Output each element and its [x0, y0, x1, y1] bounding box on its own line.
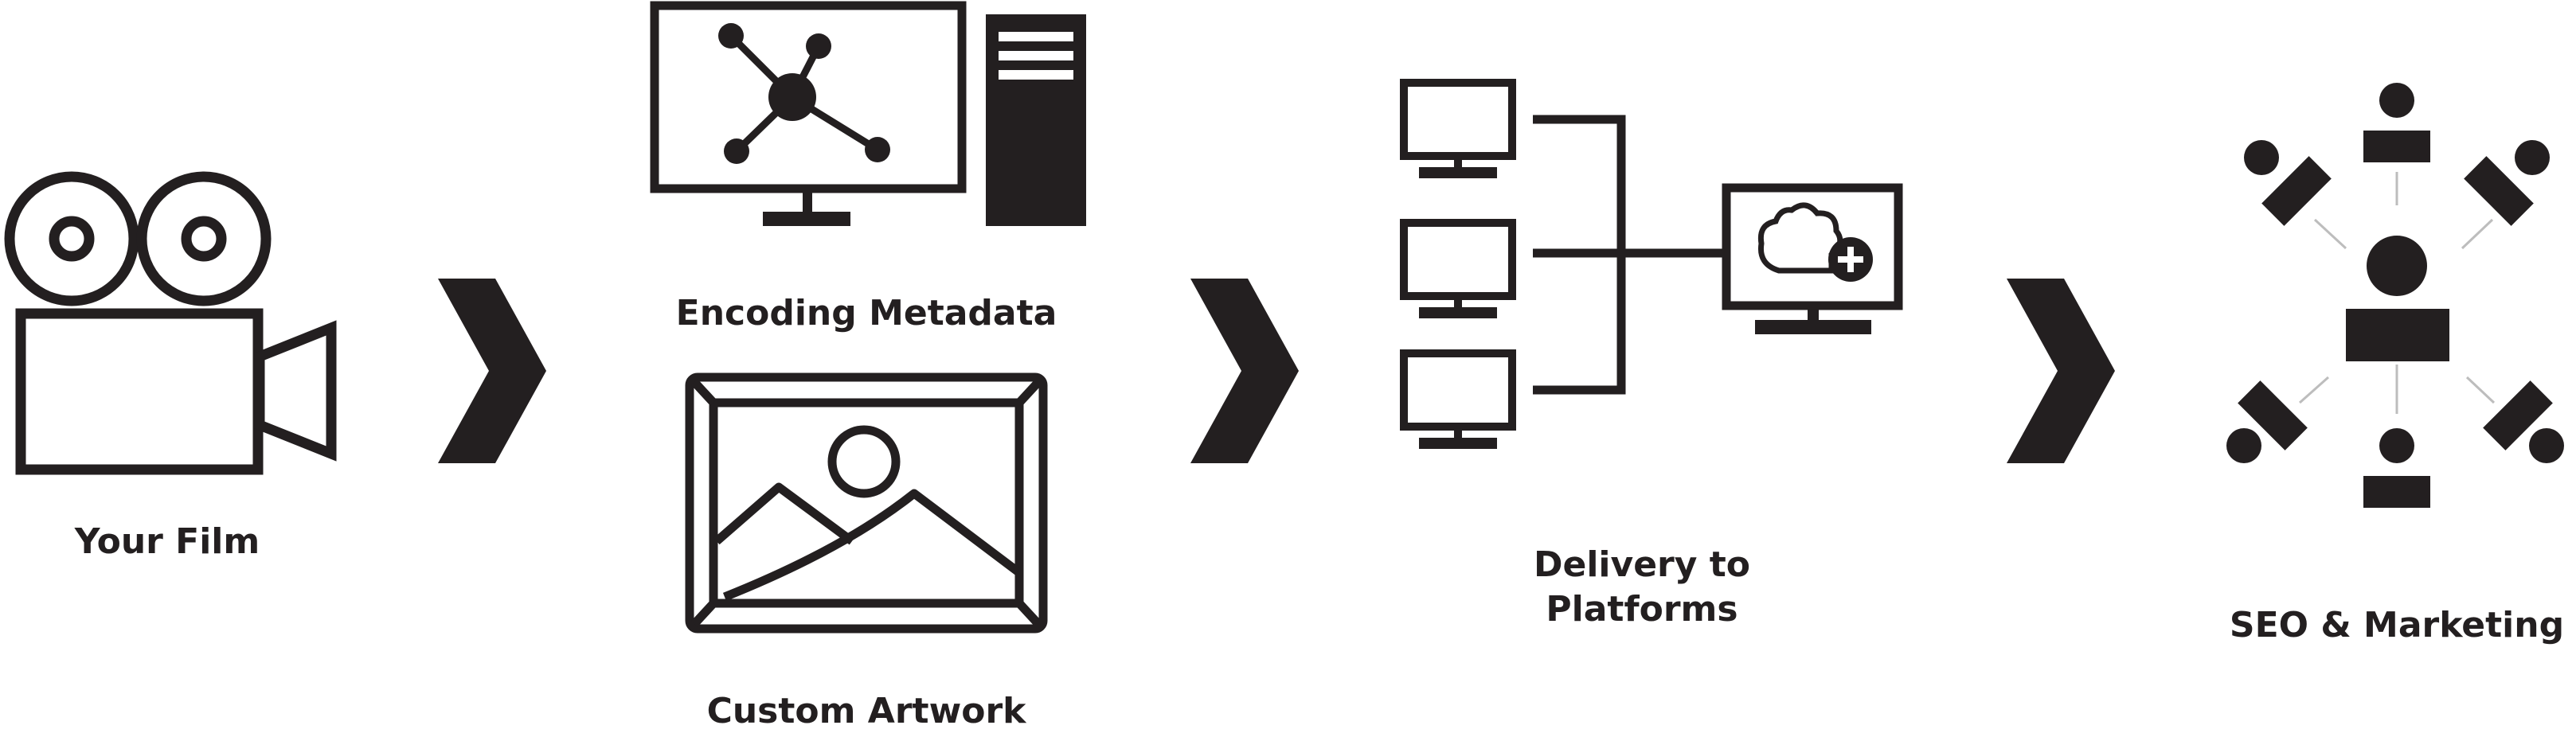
chevron-right-icon [2007, 279, 2115, 463]
delivery-label-line1: Delivery to [1534, 544, 1750, 585]
cloud-delivery-icon [1400, 79, 1903, 449]
encoding-metadata-label: Encoding Metadata [676, 293, 1057, 333]
your-film-label: Your Film [74, 521, 260, 562]
chevron-right-icon [1190, 279, 1299, 463]
video-camera-icon [4, 171, 337, 475]
framed-picture-icon [685, 372, 1048, 634]
seo-marketing-label: SEO & Marketing [2230, 605, 2564, 645]
custom-artwork-label: Custom Artwork [707, 691, 1028, 731]
chevron-right-icon [438, 279, 546, 463]
delivery-label-line2: Platforms [1546, 589, 1738, 630]
audience-network-icon [2226, 83, 2564, 508]
network-monitor-icon [650, 1, 1086, 226]
